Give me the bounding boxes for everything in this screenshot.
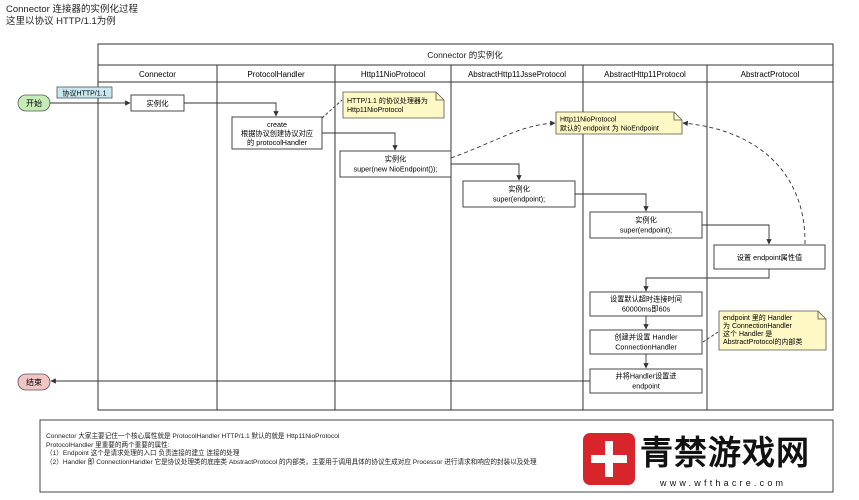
flow-http11-to-set-endpoint bbox=[702, 224, 772, 245]
page-title: Connector 连接器的实例化过程 这里以协议 HTTP/1.1为例 bbox=[6, 4, 138, 28]
dashed-link-set-endpoint-to-note bbox=[682, 120, 806, 245]
box-set-endpoint-line-1: 设置 endpoint属性值 bbox=[737, 253, 803, 262]
box-create-connection-handler bbox=[589, 329, 703, 355]
box-set-timeout-line-2: 60000ms即60s bbox=[622, 305, 671, 314]
watermark-text: 青禁游戏网 bbox=[640, 434, 810, 471]
diagram-header: Connector 的实例化 bbox=[427, 50, 503, 60]
description-line-4: （2）Handler 即 ConnectionHandler 它是协议处理类的底… bbox=[46, 458, 537, 466]
diagram-frame bbox=[97, 43, 834, 411]
box-http11-instantiate-line-2: super(endpoint); bbox=[620, 226, 672, 235]
flow-jsse-to-http11 bbox=[575, 193, 649, 212]
box-create-handler-line-2: 根据协议创建协议对应 bbox=[241, 129, 313, 138]
box-http11-instantiate-line-1: 实例化 bbox=[635, 216, 657, 225]
box-create-handler-line-3: 的 protocolHandler bbox=[247, 138, 308, 147]
box-create-connection-handler-line-1: 创建并设置 Handler bbox=[614, 333, 678, 342]
dashed-link-create-to-protocol-note bbox=[321, 99, 343, 119]
box-set-handler-endpoint-line-1: 并将Handler设置进 bbox=[615, 372, 676, 381]
note-default-endpoint bbox=[555, 111, 683, 135]
box-nio-instantiate-line-2: super(new NioEndpoint()); bbox=[354, 165, 438, 174]
note-handler-info bbox=[718, 310, 827, 351]
box-set-handler-endpoint bbox=[589, 368, 703, 394]
protocol-label: 协议HTTP/1.1 bbox=[63, 89, 107, 98]
note-handler-info-line-4: AbstractProtocol的内部类 bbox=[723, 337, 802, 346]
flow-create-to-nio bbox=[322, 132, 398, 151]
box-jsse-instantiate-line-1: 实例化 bbox=[508, 185, 530, 194]
end-terminal-label: 结束 bbox=[26, 377, 42, 387]
note-default-endpoint-line-1: Http11NioProtocol bbox=[560, 117, 617, 124]
box-set-handler-endpoint-line-2: endpoint bbox=[632, 382, 660, 391]
description-box bbox=[39, 419, 834, 493]
note-protocol-processor-fold bbox=[435, 92, 444, 101]
note-handler-info-line-2: 为 ConnectionHandler bbox=[723, 321, 793, 330]
note-handler-info-line-1: endpoint 里的 Handler bbox=[723, 313, 793, 322]
box-nio-instantiate bbox=[339, 150, 452, 178]
lane-label-abstractprotocol: AbstractProtocol bbox=[741, 70, 800, 79]
page-title-line-2: 这里以协议 HTTP/1.1为例 bbox=[6, 16, 116, 27]
note-handler-info-line-3: 这个 Handler 是 bbox=[723, 329, 772, 338]
lane-label-protocolhandler: ProtocolHandler bbox=[247, 70, 305, 79]
lane-label-abstracthttp11protocol: AbstractHttp11Protocol bbox=[604, 70, 686, 79]
box-jsse-instantiate-line-2: super(endpoint); bbox=[493, 195, 545, 204]
description-line-3: （1）Endpoint 这个是请求处理的入口 负责连接的建立 连接的处理 bbox=[46, 450, 240, 458]
watermark-logo-icon bbox=[583, 433, 635, 485]
protocol-label-pill bbox=[56, 86, 113, 99]
box-create-connection-handler-line-2: ConnectionHandler bbox=[615, 343, 677, 352]
note-handler-info-fold bbox=[817, 311, 826, 320]
note-default-endpoint-fold bbox=[673, 112, 682, 121]
dashed-link-create-handler-to-note bbox=[702, 331, 719, 343]
dashed-link-nio-to-note bbox=[450, 120, 556, 159]
page-title-line-1: Connector 连接器的实例化过程 bbox=[6, 4, 138, 15]
description-line-1: Connector 大家主要记住一个核心属性就是 ProtocolHandler… bbox=[46, 433, 340, 440]
flow-instantiate-to-create bbox=[184, 102, 279, 117]
box-set-timeout-line-1: 设置默认超时连接时间 bbox=[610, 295, 682, 304]
box-create-handler-line-1: create bbox=[267, 120, 287, 129]
lane-label-http11nioprotocol: Http11NioProtocol bbox=[361, 70, 426, 79]
note-protocol-processor-line-2: Http11NioProtocol bbox=[347, 107, 404, 114]
watermark-url: www.wfthacre.com bbox=[660, 478, 787, 488]
description-text: Connector 大家主要记住一个核心属性就是 ProtocolHandler… bbox=[46, 433, 606, 467]
start-terminal-label: 开始 bbox=[26, 98, 42, 108]
box-nio-instantiate-line-1: 实例化 bbox=[385, 155, 407, 164]
box-connector-instantiate-line-1: 实例化 bbox=[146, 99, 169, 108]
flow-set-endpoint-to-timeout bbox=[643, 269, 770, 292]
description-line-2: ProtocolHandler 里重要的两个重要的属性: bbox=[46, 441, 170, 449]
end-terminal bbox=[17, 373, 51, 391]
flow-nio-to-jsse bbox=[451, 163, 522, 181]
note-protocol-processor-line-1: HTTP/1.1 的协议处理器为 bbox=[347, 96, 428, 105]
box-set-endpoint bbox=[713, 244, 826, 270]
note-protocol-processor bbox=[342, 91, 445, 119]
lane-label-abstracthttp11jsseprotocol: AbstractHttp11JsseProtocol bbox=[468, 70, 566, 79]
box-set-timeout bbox=[589, 291, 703, 317]
lane-label-connector: Connector bbox=[139, 70, 176, 79]
note-default-endpoint-line-2: 默认的 endpoint 为 NioEndpoint bbox=[560, 124, 659, 133]
